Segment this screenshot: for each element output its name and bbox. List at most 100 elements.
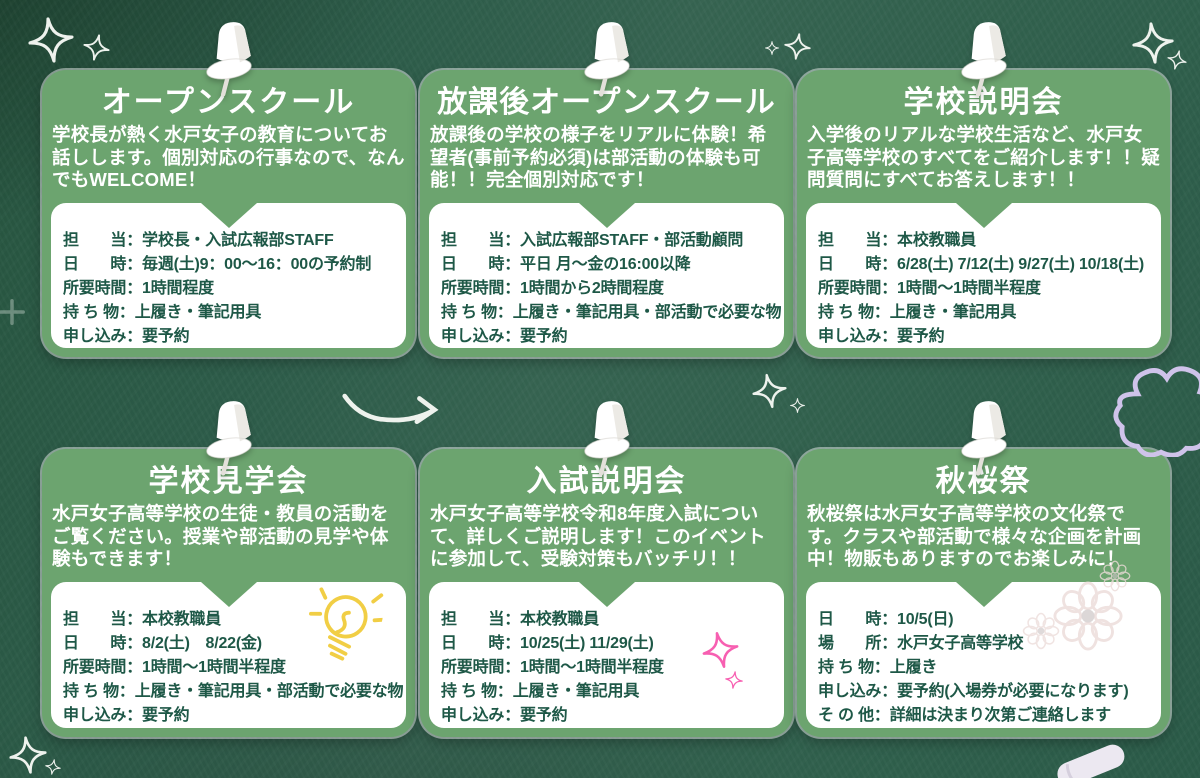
detail-value: 平日 月～金の16:00以降	[520, 256, 691, 273]
sparkle-icon	[6, 733, 49, 778]
detail-row: 日 時：毎週(土)9：00～16：00の予約制	[63, 253, 402, 277]
detail-row: 申し込み：要予約	[63, 704, 402, 728]
detail-row: 日 時：10/25(土) 11/29(土)	[441, 632, 780, 656]
cloud-icon	[1108, 355, 1200, 457]
card-description: 秋桜祭は水戸女子高等学校の文化祭です。クラスや部活動で様々な企画を計画中！物販も…	[807, 503, 1142, 570]
pushpin-icon	[574, 397, 640, 477]
card-details-panel: 担 当：本校教職員 日 時：6/28(土) 7/12(土) 9/27(土) 10…	[806, 203, 1161, 348]
detail-colon: ：	[126, 707, 143, 724]
detail-colon: ：	[881, 232, 898, 249]
detail-colon: ：	[873, 659, 890, 676]
detail-colon: ：	[118, 304, 135, 321]
card-title: 入試説明会	[526, 465, 687, 498]
detail-row: 日 時：10/5(日)	[818, 608, 1157, 632]
sparkle-icon	[1165, 48, 1189, 72]
card-details-panel: 日 時：10/5(日) 場 所：水戸女子高等学校 持 ち 物：上履き 申し込み ：…	[806, 582, 1161, 728]
sparkle-icon	[24, 9, 77, 71]
detail-label: 持 ち 物	[441, 304, 497, 321]
detail-value: 上履き・筆記用具・部活動で必要な物	[134, 683, 404, 700]
detail-row: 場 所：水戸女子高等学校	[818, 632, 1157, 656]
detail-value: 10/5(日)	[897, 611, 954, 628]
detail-row: 持 ち 物：上履き・筆記用具・部活動で必要な物	[63, 680, 404, 704]
detail-colon: ：	[504, 328, 521, 345]
detail-value: 本校教職員	[897, 232, 977, 249]
detail-value: 1時間程度	[142, 280, 214, 297]
card-details-panel: 担 当：入試広報部STAFF・部活動顧問 日 時：平日 月～金の16:00以降 …	[429, 203, 784, 348]
card-title: 放課後オープンスクール	[437, 86, 776, 119]
card-title: 秋桜祭	[935, 465, 1032, 498]
detail-value: 8/2(土) 8/22(金)	[142, 635, 262, 652]
detail-value: 要予約	[142, 328, 190, 345]
card-details-panel: 担 当：本校教職員 日 時：10/25(土) 11/29(土) 所要時間：1時間…	[429, 582, 784, 728]
detail-label: 申し込み	[818, 683, 882, 700]
detail-value: 毎週(土)9：00～16：00の予約制	[142, 256, 372, 273]
card-title: 学校見学会	[148, 465, 309, 498]
detail-row: 担 当：学校長・入試広報部STAFF	[63, 229, 402, 253]
detail-colon: ：	[126, 256, 143, 273]
detail-label: 申し込み	[63, 328, 127, 345]
pushpin-icon	[951, 397, 1017, 477]
detail-row: 担 当：入試広報部STAFF・部活動顧問	[441, 229, 780, 253]
detail-colon: ：	[126, 280, 143, 297]
sparkle-icon	[782, 31, 812, 61]
detail-colon: ：	[504, 659, 521, 676]
detail-label: 日 時	[63, 256, 127, 273]
detail-colon: ：	[118, 683, 135, 700]
arrow-icon	[336, 384, 451, 444]
card-school-info-session: 学校説明会 入学後のリアルな学校生活など、水戸女子高等学校のすべてをご紹介します…	[797, 70, 1170, 357]
detail-label: 担 当	[63, 232, 127, 249]
detail-colon: ：	[504, 256, 521, 273]
detail-label: 所要時間	[441, 659, 505, 676]
detail-value: 要予約(入場券が必要になります)	[897, 683, 1129, 700]
detail-value: 1時間～1時間半程度	[142, 659, 286, 676]
detail-row: 日 時：平日 月～金の16:00以降	[441, 253, 780, 277]
detail-colon: ：	[504, 611, 521, 628]
detail-value: 本校教職員	[142, 611, 222, 628]
sparkle-icon	[765, 41, 779, 55]
detail-label: 所要時間	[818, 280, 882, 297]
detail-colon: ：	[504, 280, 521, 297]
card-description: 放課後の学校の様子をリアルに体験！希望者(事前予約必須)は部活動の体験も可能！！…	[430, 124, 767, 191]
detail-label: 持 ち 物	[818, 304, 874, 321]
plus-icon	[0, 298, 26, 326]
detail-colon: ：	[873, 304, 890, 321]
detail-row: 所要時間：1時間程度	[63, 277, 402, 301]
detail-label: 担 当	[63, 611, 127, 628]
detail-row: 日 時：6/28(土) 7/12(土) 9/27(土) 10/18(土)	[818, 253, 1157, 277]
detail-label: 申し込み	[441, 328, 505, 345]
detail-label: 担 当	[441, 232, 505, 249]
detail-row: 所要時間：1時間～1時間半程度	[441, 656, 780, 680]
detail-value: 10/25(土) 11/29(土)	[520, 635, 654, 652]
detail-label: 持 ち 物	[63, 683, 119, 700]
card-title: オープンスクール	[101, 86, 356, 119]
sparkle-icon	[80, 31, 112, 63]
card-entrance-exam-session: 入試説明会 水戸女子高等学校令和8年度入試について、詳しくご説明します！このイベ…	[420, 449, 793, 737]
detail-row: 担 当：本校教職員	[441, 608, 780, 632]
detail-row: 持 ち 物：上履き	[818, 656, 1157, 680]
detail-value: 本校教職員	[520, 611, 600, 628]
card-details-panel: 担 当：学校長・入試広報部STAFF 日 時：毎週(土)9：00～16：00の予…	[51, 203, 406, 348]
detail-row: 所要時間：1時間～1時間半程度	[63, 656, 402, 680]
card-description: 水戸女子高等学校令和8年度入試について、詳しくご説明します！このイベントに参加し…	[430, 503, 766, 570]
detail-colon: ：	[496, 683, 513, 700]
detail-label: 日 時	[818, 611, 882, 628]
detail-row: 申し込み：要予約	[63, 325, 402, 349]
pushpin-icon	[951, 18, 1017, 98]
detail-label: 担 当	[441, 611, 505, 628]
detail-value: 要予約	[142, 707, 190, 724]
detail-colon: ：	[881, 328, 898, 345]
detail-value: 要予約	[520, 328, 568, 345]
detail-value: 1時間～1時間半程度	[897, 280, 1041, 297]
detail-value: 要予約	[520, 707, 568, 724]
detail-row: 担 当：本校教職員	[63, 608, 402, 632]
sparkle-icon	[790, 398, 805, 413]
detail-value: 学校長・入試広報部STAFF	[142, 232, 334, 249]
detail-row: 申し込み：要予約	[441, 325, 780, 349]
card-details-panel: 担 当：本校教職員 日 時：8/2(土) 8/22(金) 所要時間：1時間～1時…	[51, 582, 406, 728]
detail-label: そ の 他	[818, 707, 874, 724]
card-school-tour: 学校見学会 水戸女子高等学校の生徒・教員の活動をご覧ください。授業や部活動の見学…	[42, 449, 415, 737]
detail-value: 1時間～1時間半程度	[520, 659, 664, 676]
detail-label: 申し込み	[63, 707, 127, 724]
detail-label: 担 当	[818, 232, 882, 249]
